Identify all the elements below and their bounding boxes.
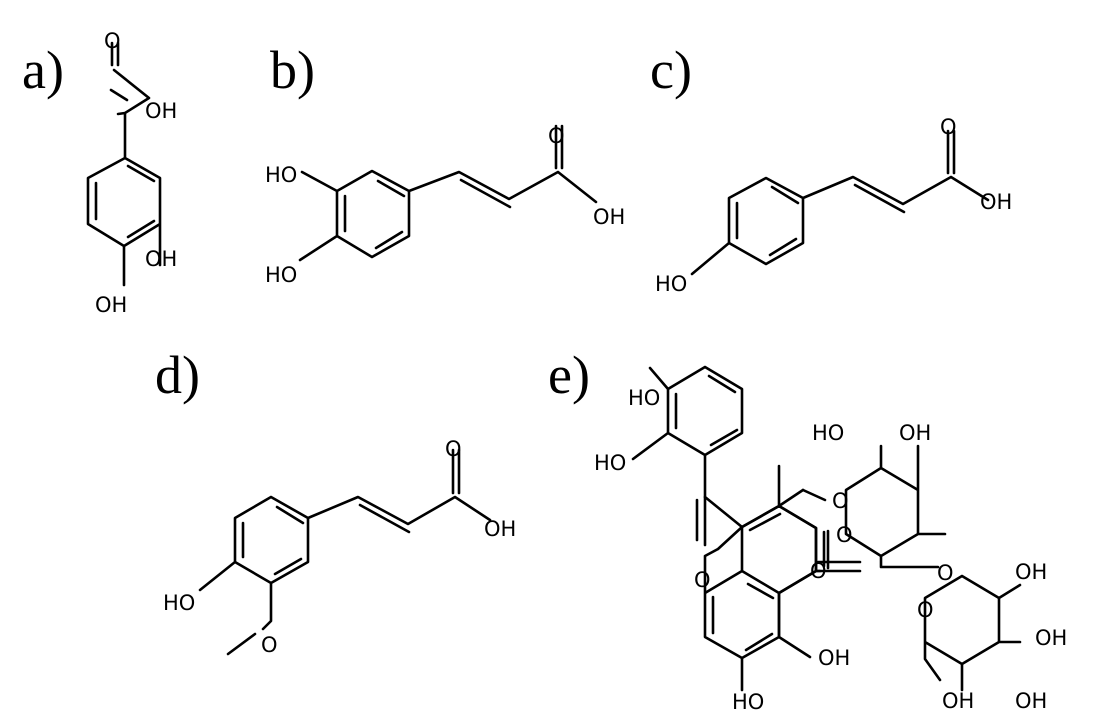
atom-label: OH (1015, 560, 1047, 584)
atom-label: OH (484, 517, 516, 541)
atom-label: OH (95, 293, 127, 317)
panel-label-b: b) (270, 40, 315, 100)
structure-d: d) HO O O OH (155, 345, 516, 657)
atom-label: O (836, 523, 853, 547)
bond-lines-a (86, 41, 162, 287)
atom-label: HO (732, 690, 764, 714)
atom-label: O (832, 489, 849, 513)
structure-a: a) O OH OH OH (22, 29, 177, 317)
atom-label: OH (145, 247, 177, 271)
bond-lines-e-cring (695, 488, 862, 692)
atom-label: OH (980, 190, 1012, 214)
bond-lines-d (198, 448, 492, 656)
atom-label: O (940, 115, 957, 139)
atom-label: O (261, 633, 278, 657)
atom-label: OH (1015, 689, 1047, 713)
atom-label: OH (942, 689, 974, 713)
structure-c: c) HO O OH (650, 40, 1012, 296)
atom-label: OH (1035, 626, 1067, 650)
atom-label: OH (593, 205, 625, 229)
atom-label: O (810, 559, 827, 583)
atom-label: HO (265, 263, 297, 287)
bond-lines-b (298, 124, 598, 262)
atom-label: HO (594, 451, 626, 475)
atom-label: HO (265, 163, 297, 187)
atom-label: OH (899, 421, 931, 445)
atom-label: O (445, 437, 462, 461)
structure-b: b) HO HO O OH (265, 40, 625, 287)
panel-label-e: e) (548, 345, 590, 405)
atom-label: O (917, 598, 934, 622)
atom-label: HO (628, 386, 660, 410)
atom-label: HO (655, 272, 687, 296)
atom-label: OH (145, 99, 177, 123)
bond-lines-e-sugars (801, 444, 1022, 692)
atom-label: O (937, 561, 954, 585)
structure-e: e) HO HO HO OH O O O OH HO OH O O OH O O… (548, 345, 1067, 714)
atom-label: O (694, 568, 711, 592)
atom-label: HO (812, 421, 844, 445)
atom-label: O (104, 29, 121, 53)
bond-lines-c (690, 129, 990, 276)
panel-label-c: c) (650, 40, 692, 100)
panel-label-a: a) (22, 40, 64, 100)
bond-lines-e-bring (631, 365, 744, 529)
panel-label-d: d) (155, 345, 200, 405)
atom-label: O (548, 124, 565, 148)
atom-label: OH (818, 646, 850, 670)
atom-label: HO (163, 591, 195, 615)
